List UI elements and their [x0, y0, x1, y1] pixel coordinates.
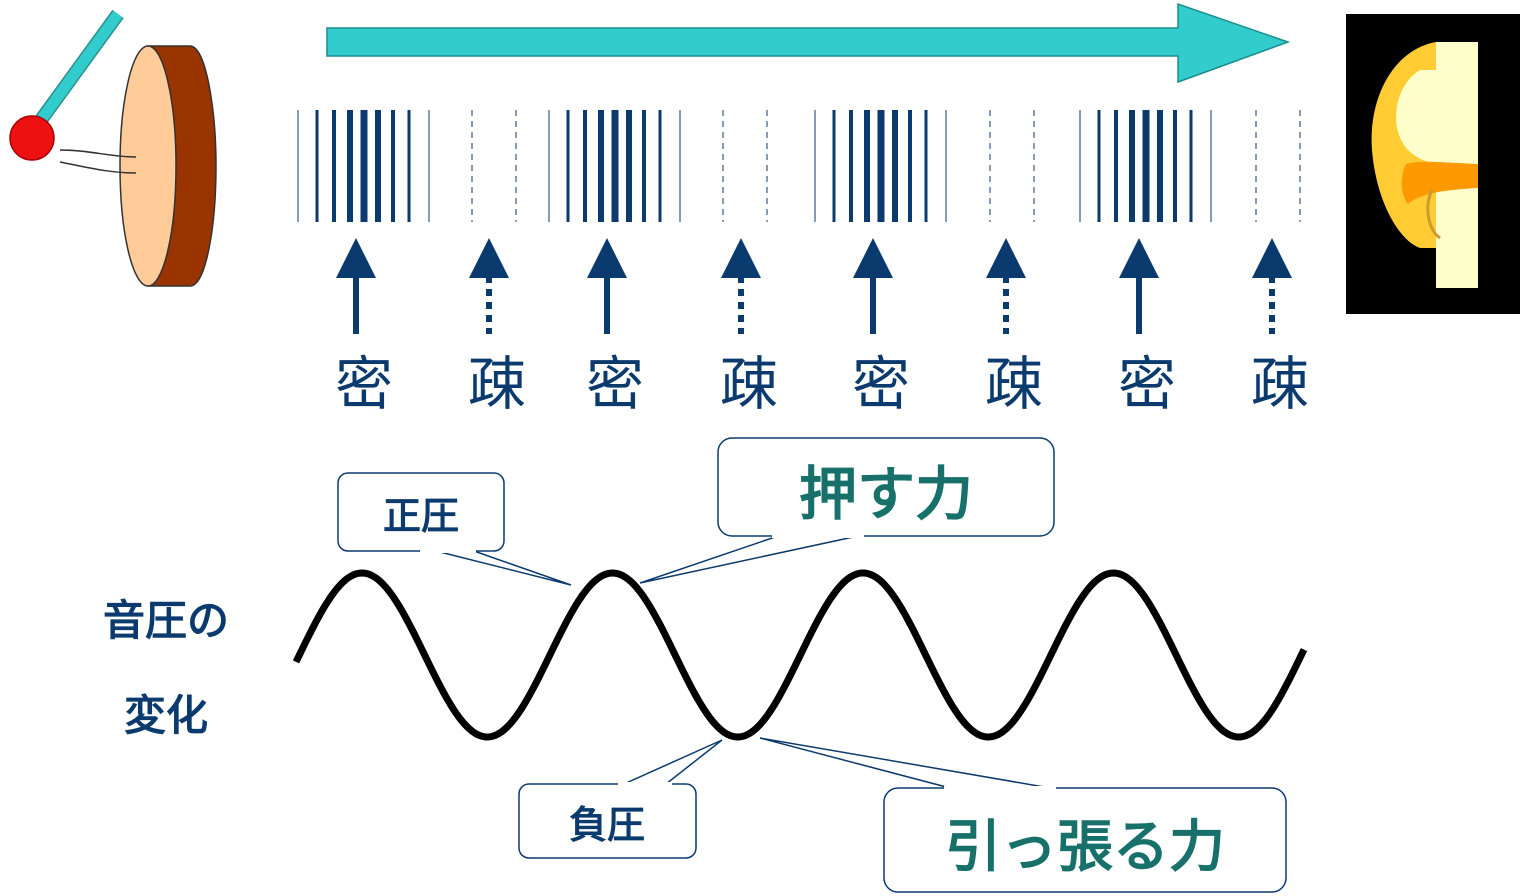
ear-icon: [1346, 14, 1520, 314]
pull-force-label: 引っ張る力: [945, 815, 1225, 880]
dense-arrow: [587, 238, 627, 334]
dense-arrow: [853, 238, 893, 334]
dense-label: 密: [335, 350, 393, 418]
push-force-callout: 押す力: [639, 437, 1055, 584]
dense-arrow: [336, 238, 376, 334]
sparse-arrow: [721, 238, 761, 334]
dense-arrow: [1119, 238, 1159, 334]
dense-label: 密: [852, 350, 910, 418]
mallet-icon: [9, 9, 124, 161]
sparse-label: 疎: [1251, 350, 1309, 418]
positive-pressure-callout: 正圧: [337, 472, 572, 586]
y-axis-label-line2: 変化: [124, 691, 208, 740]
pull-force-callout: 引っ張る力: [759, 737, 1287, 893]
drum-icon: [59, 45, 217, 287]
negative-pressure-label: 負圧: [569, 803, 645, 847]
sparse-arrow: [986, 238, 1026, 334]
sparse-label: 疎: [720, 350, 778, 418]
negative-pressure-callout: 負圧: [518, 739, 723, 859]
compression-bars: [297, 110, 1301, 222]
sparse-label: 疎: [985, 350, 1043, 418]
region-arrows: [336, 238, 1292, 334]
sparse-arrow: [1252, 238, 1292, 334]
dense-label: 密: [586, 350, 644, 418]
dense-label: 密: [1118, 350, 1176, 418]
sound-pressure-wave: [292, 569, 1308, 741]
sparse-label: 疎: [468, 350, 526, 418]
positive-pressure-label: 正圧: [383, 494, 459, 538]
push-force-label: 押す力: [799, 460, 973, 528]
sparse-arrow: [469, 238, 509, 334]
region-labels: 密疎密疎密疎密疎: [335, 350, 1309, 418]
propagation-arrow: [326, 2, 1291, 84]
y-axis-label-line1: 音圧の: [103, 596, 229, 645]
